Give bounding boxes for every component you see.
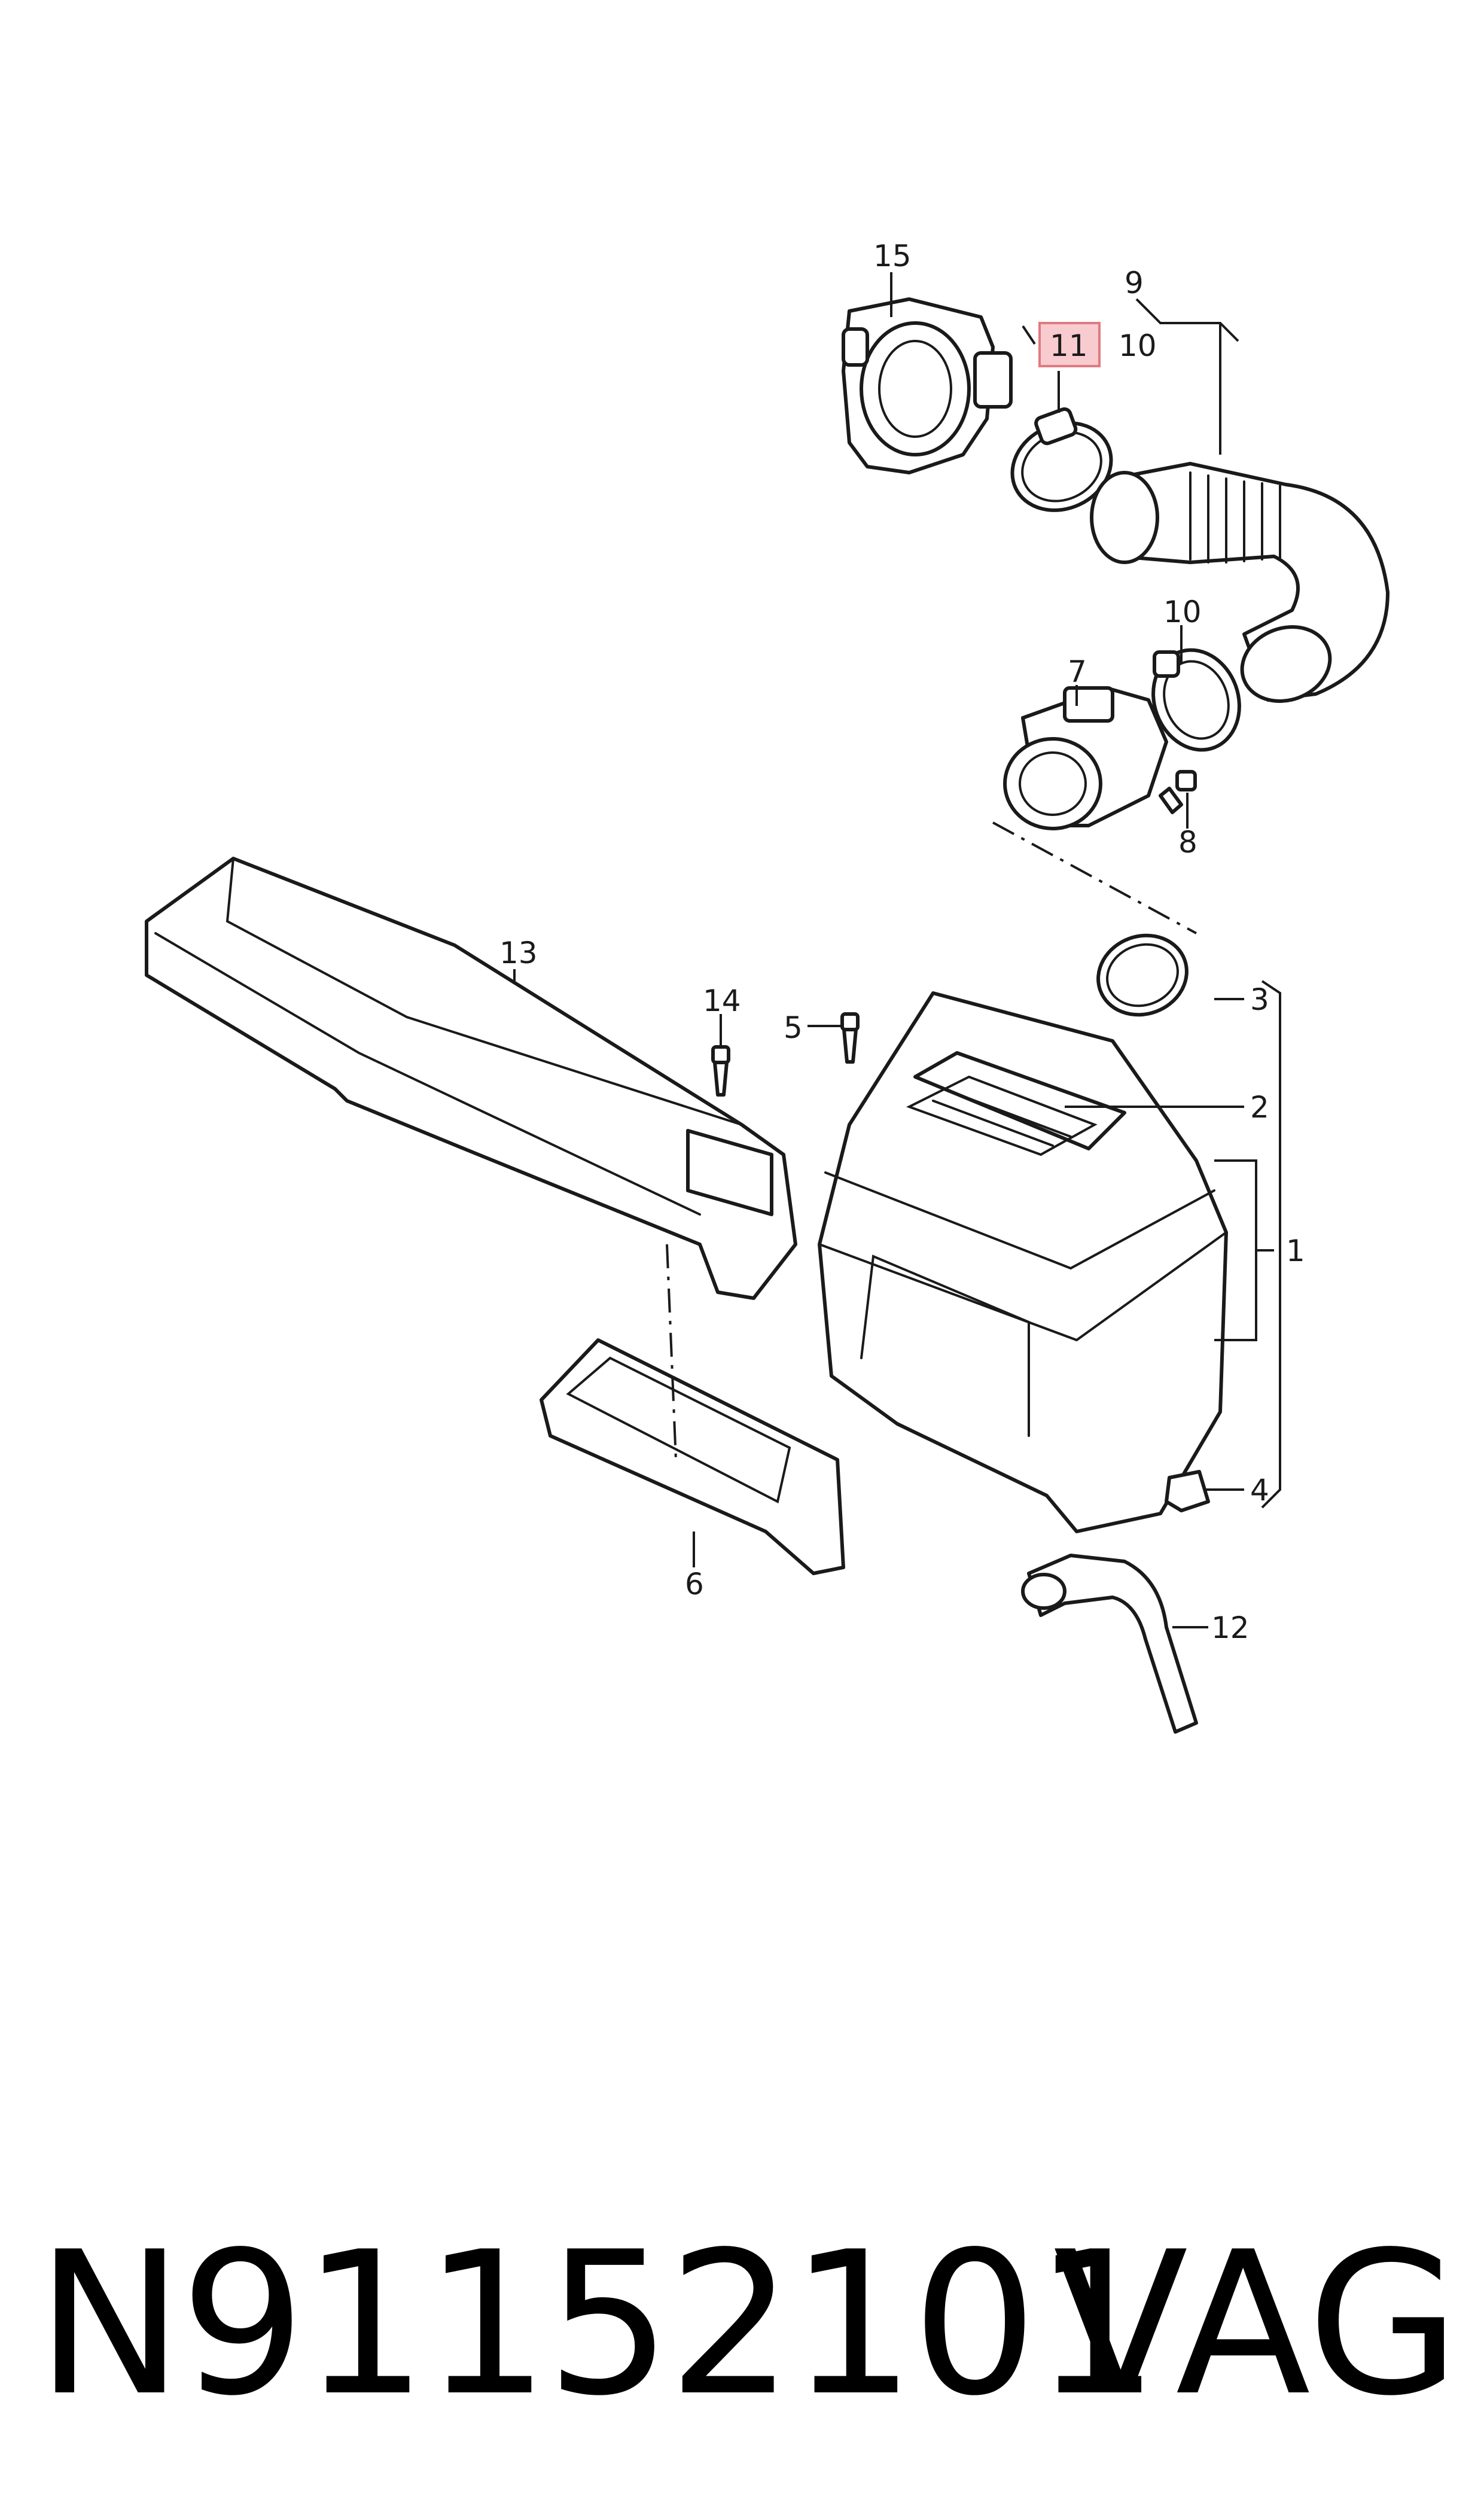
- callout-1: 1: [1286, 1234, 1305, 1268]
- callout-3: 3: [1250, 982, 1269, 1017]
- air-mass-sensor: [1003, 686, 1168, 830]
- highlight-box-11: [1038, 322, 1101, 367]
- air-duct: [145, 857, 797, 1300]
- alignment-line-sensor-housing: [992, 821, 1197, 934]
- callout-8: 8: [1178, 825, 1197, 860]
- screw-14: [711, 1045, 730, 1097]
- brand-name: VAG: [1053, 2209, 1460, 2439]
- screw-5: [840, 1012, 860, 1064]
- grommet: [1165, 1470, 1210, 1512]
- air-filter-housing: [818, 991, 1228, 1533]
- callout-7: 7: [1068, 654, 1087, 689]
- callout-11: 11: [1050, 328, 1088, 363]
- callout-13: 13: [499, 936, 538, 970]
- callout-2: 2: [1250, 1090, 1269, 1125]
- intake-snout: [540, 1338, 845, 1575]
- throttle-body: [842, 297, 1013, 474]
- callout-14: 14: [703, 984, 741, 1018]
- callout-6: 6: [685, 1567, 704, 1601]
- alignment-line-duct-snout: [666, 1244, 677, 1460]
- exploded-parts-diagram: 15 9 11 10 10 7 8 13 14 5 3 2 1 4 6 12: [145, 239, 1389, 1734]
- screw-8: [1159, 770, 1197, 814]
- callout-10-lower: 10: [1163, 595, 1202, 629]
- leader-lines: [513, 272, 1281, 1628]
- hose-clamp-upper: [1010, 407, 1113, 512]
- callout-9: 9: [1125, 266, 1144, 300]
- callout-10-upper: 10: [1119, 328, 1157, 363]
- hose-clamp-lower: [1151, 648, 1241, 752]
- filter-element: [906, 1075, 1098, 1156]
- intake-hose: [1090, 462, 1389, 703]
- callout-12: 12: [1211, 1610, 1250, 1645]
- part-number: N91152101: [36, 2209, 1160, 2439]
- drain-hose: [1021, 1554, 1198, 1734]
- callout-4: 4: [1250, 1473, 1269, 1508]
- callout-15: 15: [873, 239, 912, 273]
- seal-ring: [1096, 933, 1189, 1017]
- callout-5: 5: [784, 1010, 803, 1045]
